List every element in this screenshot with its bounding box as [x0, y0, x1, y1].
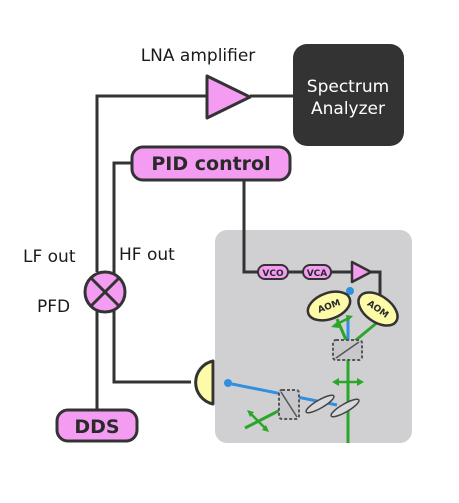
waveplate-pair: [305, 394, 360, 418]
aom-2: AOM: [357, 291, 399, 327]
vca-label: VCA: [307, 269, 328, 279]
polarization-arrows: [247, 315, 364, 432]
rf-amplifier-symbol: [350, 260, 373, 284]
dds-box: [55, 408, 139, 443]
signal-wires: [95, 94, 382, 410]
spectrum-label-line1: Spectrum: [307, 77, 389, 97]
dds-label: DDS: [74, 416, 119, 438]
lna-amplifier-symbol: [205, 74, 252, 120]
lf-out-label: LF out: [23, 247, 76, 267]
pid-control-box: [130, 145, 292, 182]
beam-splitter-upper: [332, 339, 363, 361]
vco-box: [257, 264, 289, 280]
hf-out-label: HF out: [119, 245, 175, 265]
pfd-mixer-symbol: [83, 270, 127, 314]
spectrum-analyzer-box: [293, 44, 404, 146]
beam-dot-upper: [346, 287, 354, 295]
pid-label: PID control: [151, 153, 270, 175]
beam-splitter-lower: [278, 389, 300, 420]
pfd-label: PFD: [37, 297, 70, 317]
vco-label: VCO: [262, 269, 284, 279]
spectrum-label-line2: Analyzer: [311, 99, 385, 119]
lna-label: LNA amplifier: [141, 46, 256, 66]
photodiode-symbol: [194, 359, 215, 406]
beam-source-dot: [224, 379, 232, 387]
aom-1: AOM: [306, 290, 352, 322]
vca-box: [302, 264, 332, 280]
